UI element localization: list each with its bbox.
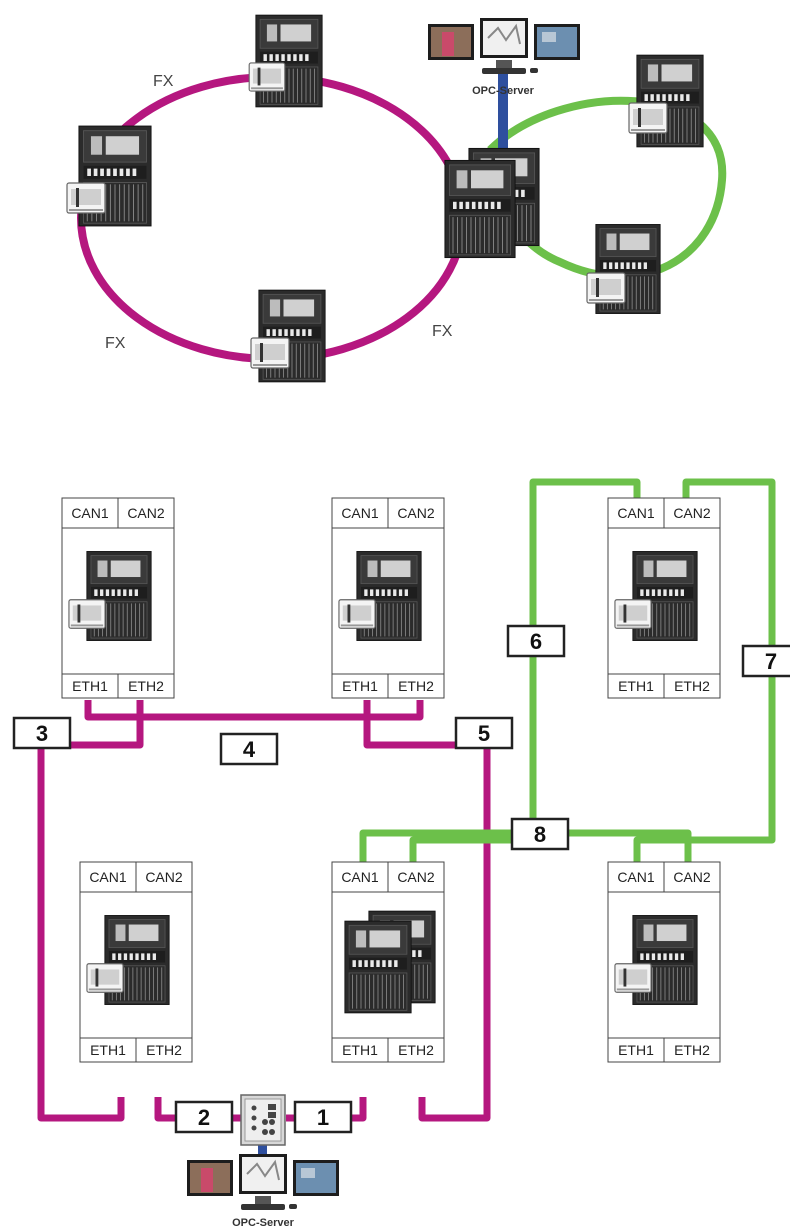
link-badge-4: 4 xyxy=(221,734,277,764)
panel-bottom xyxy=(251,290,325,382)
link-number: 8 xyxy=(534,822,546,847)
port-label-eth1: ETH1 xyxy=(72,678,108,694)
link-badge-2: 2 xyxy=(176,1102,232,1132)
panel-top xyxy=(249,15,322,107)
network-module xyxy=(69,600,105,629)
link-badge-8: 8 xyxy=(512,819,568,849)
port-label-can1: CAN1 xyxy=(617,505,655,521)
link-badge-1: 1 xyxy=(295,1102,351,1132)
ethernet-switch xyxy=(241,1095,285,1145)
network-module xyxy=(629,103,667,133)
port-label-eth2: ETH2 xyxy=(128,678,164,694)
opc-server-label-bottom: OPC-Server xyxy=(232,1217,294,1229)
port-label-can2: CAN2 xyxy=(673,869,711,885)
network-module xyxy=(339,600,375,629)
network-module xyxy=(87,964,123,993)
port-label-can2: CAN2 xyxy=(397,505,435,521)
panel-left xyxy=(67,126,151,226)
port-label-can1: CAN1 xyxy=(341,869,379,885)
port-label-can1: CAN1 xyxy=(617,869,655,885)
port-label-can2: CAN2 xyxy=(145,869,183,885)
port-label-can2: CAN2 xyxy=(397,869,435,885)
link-number: 3 xyxy=(36,721,48,746)
link-badge-7: 7 xyxy=(743,646,790,676)
panel-center xyxy=(445,148,539,257)
link-number: 6 xyxy=(530,629,542,654)
port-label-can2: CAN2 xyxy=(127,505,165,521)
link-number: 4 xyxy=(243,737,256,762)
link-badge-6: 6 xyxy=(508,626,564,656)
link-number: 2 xyxy=(198,1105,210,1130)
link-number: 7 xyxy=(765,649,777,674)
port-label-eth1: ETH1 xyxy=(618,1042,654,1058)
opc-server-bottom xyxy=(187,1154,339,1210)
network-module xyxy=(251,338,289,368)
network-module xyxy=(615,600,651,629)
fx-label-1: FX xyxy=(153,73,174,90)
port-label-can1: CAN1 xyxy=(71,505,109,521)
fx-label-2: FX xyxy=(105,335,126,352)
port-label-can1: CAN1 xyxy=(89,869,127,885)
port-label-eth2: ETH2 xyxy=(398,678,434,694)
port-label-eth2: ETH2 xyxy=(674,1042,710,1058)
opc-server-label-top: OPC-Server xyxy=(472,85,534,97)
port-label-can2: CAN2 xyxy=(673,505,711,521)
panel-green-bottom xyxy=(587,224,660,313)
port-label-eth1: ETH1 xyxy=(618,678,654,694)
port-label-can1: CAN1 xyxy=(341,505,379,521)
link-badge-5: 5 xyxy=(456,718,512,748)
server-link-top xyxy=(498,72,508,150)
network-module xyxy=(249,63,285,91)
link-number: 1 xyxy=(317,1105,329,1130)
top-diagram: OPC-Server FX FX FX xyxy=(67,15,722,382)
fx-label-3: FX xyxy=(432,323,453,340)
port-label-eth1: ETH1 xyxy=(342,1042,378,1058)
port-label-eth2: ETH2 xyxy=(398,1042,434,1058)
opc-server-top xyxy=(428,18,580,74)
network-module xyxy=(587,273,625,303)
port-label-eth1: ETH1 xyxy=(90,1042,126,1058)
port-label-eth2: ETH2 xyxy=(146,1042,182,1058)
port-label-eth2: ETH2 xyxy=(674,678,710,694)
link-badge-3: 3 xyxy=(14,718,70,748)
link-number: 5 xyxy=(478,721,490,746)
panel-green-top xyxy=(629,55,703,147)
network-module xyxy=(615,964,651,993)
network-module xyxy=(67,183,105,213)
port-label-eth1: ETH1 xyxy=(342,678,378,694)
